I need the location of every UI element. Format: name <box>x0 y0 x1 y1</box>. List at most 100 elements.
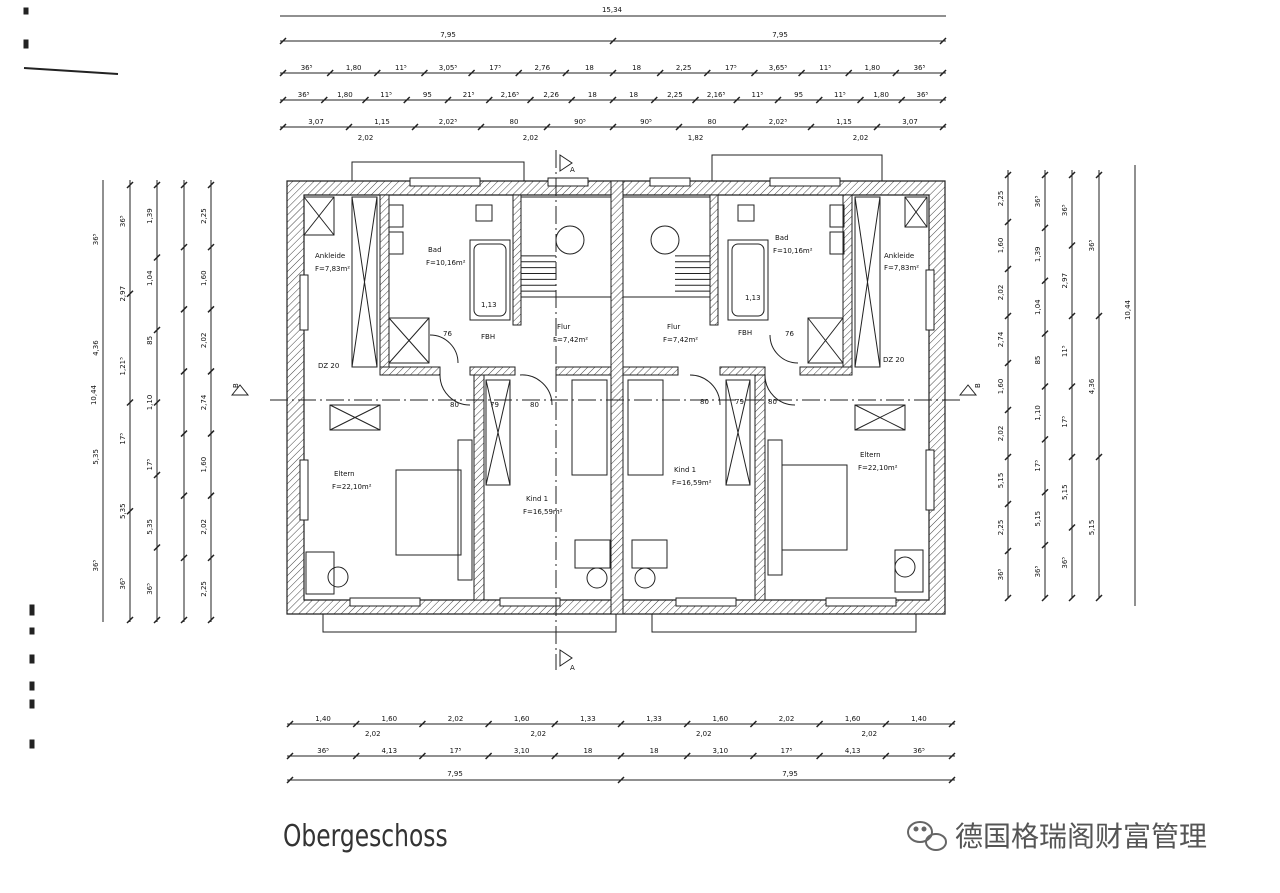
dim-top-row2: 2,16⁵ <box>707 91 726 99</box>
dim-left-col2: 36⁵ <box>119 578 127 590</box>
dimension-tick <box>749 752 757 760</box>
dimension-tick <box>286 752 294 760</box>
dimension-tick <box>126 290 134 298</box>
dim-left-col3: 17⁵ <box>146 459 154 471</box>
dimension-tick <box>807 123 815 131</box>
dim-left-col3: 1,10 <box>146 395 154 411</box>
drawing-title: Obergeschoss <box>283 819 448 854</box>
dim-top-row1: 2,25 <box>676 64 692 72</box>
dim-bottom-row1-sub: 2,02 <box>530 730 546 738</box>
dim-bottom-half-left: 7,95 <box>447 770 463 778</box>
dim-left-col2: 1,21⁵ <box>119 357 127 376</box>
dimension-tick <box>153 471 161 479</box>
dim-left-col2: 17⁵ <box>119 433 127 445</box>
watermark: 德国格瑞阁财富管理 <box>907 820 1207 853</box>
label-79-left: 79 <box>490 401 499 409</box>
dimension-tick <box>1041 171 1049 179</box>
dim-top-row1: 2,76 <box>534 64 550 72</box>
dimension-tick <box>1068 241 1076 250</box>
dimension-tick <box>180 305 188 313</box>
dimension-tick <box>153 181 161 189</box>
room-area-eltern-right: F=22,10m² <box>858 464 898 472</box>
label-88-right: 80 <box>768 398 777 406</box>
dimension-tick <box>816 720 824 728</box>
dim-top-row4: 2,02 <box>853 134 869 142</box>
dimension-tick <box>477 123 485 131</box>
dim-left-col2: 36⁵ <box>119 215 127 227</box>
dimension-tick <box>485 720 493 728</box>
dim-left-col4: 1,60 <box>200 457 208 473</box>
dim-right-col4: 36⁵ <box>1088 239 1096 251</box>
left-dimension-labels: 36⁵4,365,3536⁵36⁵2,971,21⁵17⁵5,3536⁵1,39… <box>90 208 208 596</box>
dimension-tick <box>361 96 370 104</box>
dim-left-col4: 2,25 <box>200 581 208 597</box>
room-area-flur-left: F=7,42m² <box>553 336 588 344</box>
dim-top-row1: 17⁵ <box>725 64 737 72</box>
dimension-tick <box>609 37 617 45</box>
dim-right-col3: 5,15 <box>1061 484 1069 500</box>
dim-top-row2: 11⁵ <box>752 91 764 99</box>
dimension-tick <box>948 752 956 760</box>
dimension-tick <box>207 554 215 562</box>
dim-right-col2: 85 <box>1034 356 1042 365</box>
dimension-tick <box>683 752 691 760</box>
section-marker-b-right: B <box>958 383 982 396</box>
dimension-tick <box>815 96 823 104</box>
dim-left-col3: 36⁵ <box>146 583 154 595</box>
dim-bottom-row2: 17⁵ <box>781 747 793 755</box>
room-area-bad-left: F=10,16m² <box>426 259 466 267</box>
svg-text:A: A <box>570 166 575 174</box>
dimension-tick <box>1041 488 1049 496</box>
dim-top-row2: 2,26 <box>543 91 559 99</box>
dimension-tick <box>543 123 551 131</box>
dimension-tick <box>939 69 947 77</box>
dimension-tick <box>749 720 757 728</box>
dimension-tick <box>418 720 426 728</box>
dimension-tick <box>485 752 493 760</box>
top-dimensions <box>279 15 947 131</box>
dim-bottom-row1-sub: 2,02 <box>861 730 877 738</box>
dim-bottom-row1: 1,33 <box>646 715 662 723</box>
dimension-tick <box>882 720 890 728</box>
dim-top-row3: 80 <box>708 118 717 126</box>
room-name-kind-right: Kind 1 <box>674 466 696 474</box>
dimension-tick <box>207 181 215 189</box>
dimension-tick <box>1095 594 1103 602</box>
dimension-tick <box>939 37 947 45</box>
dimension-tick <box>153 616 161 624</box>
dim-right-col1: 5,15 <box>997 473 1005 489</box>
dim-top-row3: 90⁵ <box>574 118 586 126</box>
dimension-tick <box>1004 594 1012 602</box>
dim-bottom-row2: 4,13 <box>382 747 398 755</box>
dim-right-col1: 2,74 <box>997 331 1005 347</box>
dimension-tick <box>1041 224 1049 232</box>
dimension-tick <box>568 96 576 104</box>
dimension-tick <box>551 720 559 728</box>
dimension-tick <box>1068 312 1076 320</box>
dimension-tick <box>279 37 287 45</box>
dim-bottom-row1: 1,60 <box>713 715 729 723</box>
dim-top-row2: 1,80 <box>873 91 889 99</box>
room-name-bad-left: Bad <box>428 246 442 254</box>
dimension-tick <box>703 69 711 77</box>
dimension-tick <box>939 123 947 131</box>
dim-left-col1: 4,36 <box>92 340 100 356</box>
dim-top-row1: 18 <box>632 64 641 72</box>
room-area-kind-right: F=16,59m² <box>672 479 712 487</box>
dimension-tick <box>948 720 956 728</box>
dimension-tick <box>207 367 215 375</box>
label-113-left: 1,13 <box>481 301 497 309</box>
dim-right-col1: 2,25 <box>997 191 1005 207</box>
wechat-icon <box>907 821 947 851</box>
dim-right-col2: 1,39 <box>1034 247 1042 263</box>
dim-top-row1: 17⁵ <box>489 64 501 72</box>
label-76-left: 76 <box>443 330 452 338</box>
section-marker-a-top: A <box>559 154 575 174</box>
dimension-tick <box>279 123 287 131</box>
room-name-bad-right: Bad <box>775 234 789 242</box>
dimension-tick <box>207 492 215 500</box>
dim-top-row2: 18 <box>588 91 597 99</box>
dimension-tick <box>1004 547 1012 555</box>
dimension-tick <box>207 305 215 313</box>
